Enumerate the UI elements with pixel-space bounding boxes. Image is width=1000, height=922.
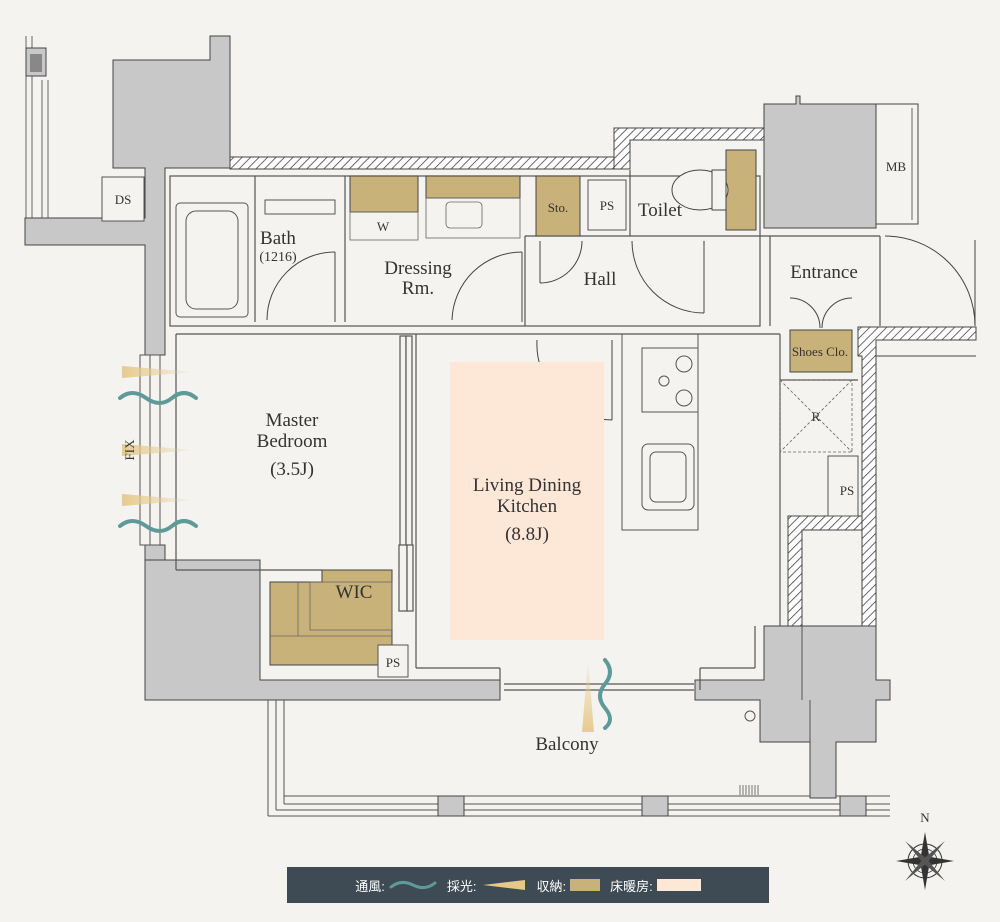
sliding-doors [398, 335, 414, 612]
legend-bar: 通風: 採光: 収納: 床暖房: [287, 867, 769, 903]
legend-ventilation: 通風: [355, 876, 437, 895]
fix-window-label: FIX [122, 439, 137, 461]
ldk-label-line1: Living Dining [473, 475, 582, 496]
wave-icon [389, 880, 437, 890]
floor-heating-area [450, 362, 604, 640]
w-label: W [377, 219, 390, 234]
bath-size-label: (1216) [259, 250, 297, 265]
kitchen-counter [621, 333, 699, 531]
entrance-label: Entrance [790, 262, 858, 283]
shoes-closet-label: Shoes Clo. [792, 344, 848, 359]
sto-label: Sto. [548, 200, 569, 215]
master-bedroom-label-line2: Bedroom [257, 431, 328, 452]
floor-heating-swatch [656, 879, 701, 891]
ps-label-right: PS [840, 483, 854, 498]
compass-icon: N [896, 810, 954, 890]
mb-cabinet [875, 103, 919, 225]
storage-inner-lines [270, 197, 521, 637]
legend-floor-heating: 床暖房: [610, 876, 701, 895]
mb-label: MB [886, 159, 907, 174]
legend-daylight: 採光: [447, 876, 527, 895]
refrigerator-label: R [812, 409, 821, 424]
ds-label: DS [115, 192, 132, 207]
door-swings [266, 235, 976, 421]
bathtub [175, 199, 336, 318]
ps-boxes [101, 176, 859, 678]
ps-label-bottom: PS [386, 655, 400, 670]
ldk-size: (8.8J) [505, 524, 549, 545]
ps-label-top: PS [600, 198, 614, 213]
wic-label: WIC [336, 582, 373, 603]
legend-ventilation-label: 通風: [355, 878, 385, 894]
balcony-label: Balcony [535, 734, 599, 755]
legend-storage-label: 収納: [536, 878, 567, 894]
balcony-drain [739, 785, 759, 795]
light-wedge-icon [482, 880, 525, 890]
corridor-post-inner [30, 54, 42, 72]
structural-walls [24, 35, 891, 799]
shoe-closet-doors [789, 297, 853, 329]
balcony-railing [267, 626, 890, 817]
toilet-fixture [671, 169, 729, 211]
balcony-outlet [744, 710, 756, 722]
hall-label: Hall [584, 269, 617, 290]
legend-daylight-label: 採光: [446, 878, 477, 894]
bath-label: Bath [260, 228, 296, 249]
toilet-label: Toilet [638, 200, 683, 221]
legend-floor-heating-label: 床暖房: [610, 878, 653, 894]
master-bedroom-label-line1: Master [266, 410, 319, 431]
balcony-posts [437, 795, 867, 817]
hatched-walls [229, 127, 977, 627]
storage-swatch [570, 879, 601, 891]
legend-storage: 収納: [537, 876, 601, 895]
master-bedroom-size: (3.5J) [270, 459, 314, 480]
ldk-label-line2: Kitchen [497, 496, 558, 517]
ventilation-waves [118, 391, 612, 730]
compass-north-label: N [920, 810, 930, 825]
daylight-wedges [122, 366, 594, 732]
dressing-label-line2: Rm. [402, 278, 434, 299]
refrigerator-space [779, 379, 853, 453]
storage-areas [269, 149, 853, 666]
dressing-label-line1: Dressing [384, 258, 452, 279]
